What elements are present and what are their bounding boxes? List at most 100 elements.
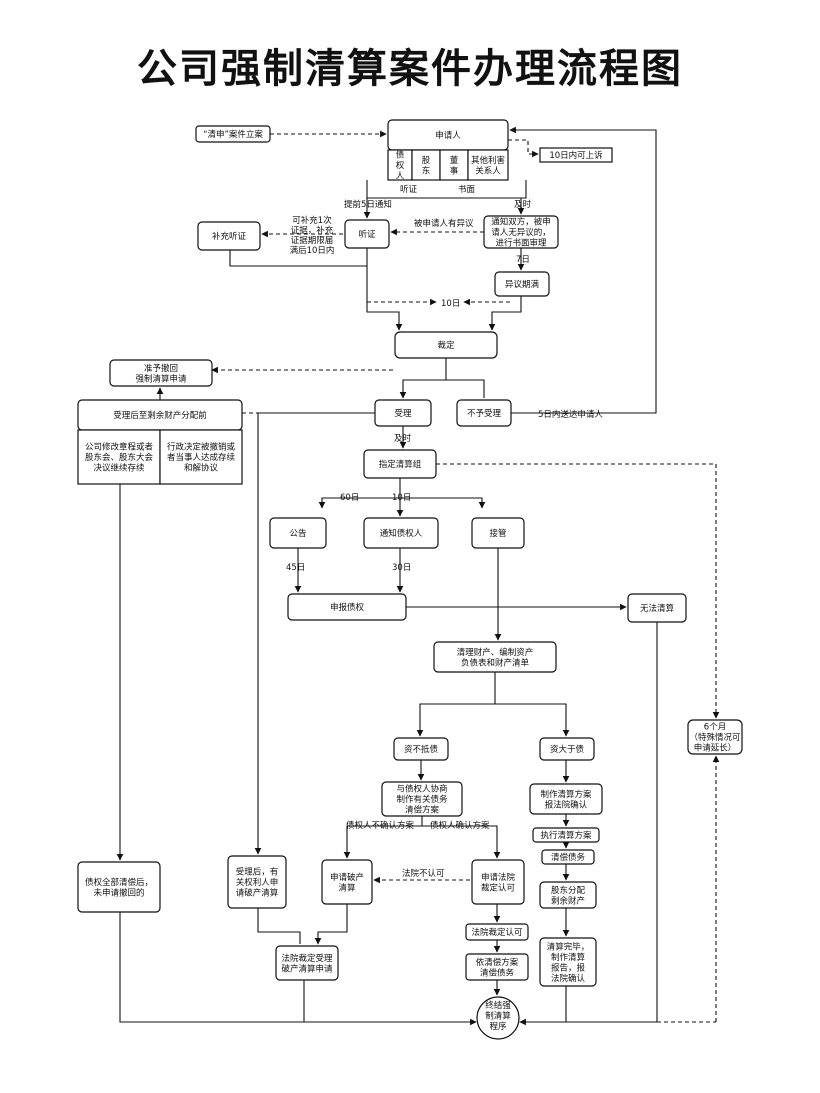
node-text: 异议期满 xyxy=(505,279,540,290)
edge-label: 60日 xyxy=(340,493,359,503)
node-text: 清偿债务 xyxy=(480,967,515,978)
edge-label: 7日 xyxy=(516,255,530,265)
node-take-over: 接管 xyxy=(471,517,525,549)
edge-label: 30日 xyxy=(392,563,411,573)
flow-edge xyxy=(229,248,368,267)
node-text: 法院裁定受理 xyxy=(281,953,333,964)
node-text: 程序 xyxy=(489,1021,507,1032)
edge-label: 被申请人有异议 xyxy=(414,218,474,229)
edge-label: 证据，补充 xyxy=(291,225,334,236)
node-text: 关权利人申 xyxy=(236,877,279,888)
node-text: 报法院确认 xyxy=(545,799,588,810)
node-text: 和解协议 xyxy=(184,463,219,474)
flow-edge xyxy=(422,825,501,859)
flow-edge xyxy=(509,126,657,414)
node-text: 决议继续存续 xyxy=(93,463,145,474)
node-execute-plan: 执行清算方案 xyxy=(532,827,600,843)
flow-edge xyxy=(314,904,348,945)
node-text: 听证 xyxy=(358,230,376,240)
edge-label: 可补充1次 xyxy=(292,215,332,226)
node-text: 接管 xyxy=(489,528,506,539)
node-text: 受理后，有 xyxy=(236,867,279,878)
flow-edge xyxy=(399,358,447,399)
edge-label: 听证 xyxy=(400,185,418,195)
edge-label: 书面 xyxy=(458,184,476,195)
node-text: 受理 xyxy=(394,408,412,419)
node-text: 股 xyxy=(422,156,431,166)
node-filing: “清申”案件立案 xyxy=(195,125,271,143)
node-text: 权 xyxy=(396,160,405,171)
node-text: 清偿方案 xyxy=(405,805,440,816)
node-text: 债权全部清偿后， xyxy=(85,877,153,888)
node-text: 制作清算 xyxy=(551,952,586,963)
flow-edge xyxy=(119,912,477,1026)
node-supplement-hearing: 补充听证 xyxy=(197,221,261,251)
node-text: 公司修改章程或者 xyxy=(85,442,154,453)
node-text: 依清偿方案 xyxy=(476,957,519,968)
node-text: 未申请撤回的 xyxy=(93,887,144,898)
node-court-ruling-approve: 法院裁定认可 xyxy=(465,923,529,941)
node-text: 债 xyxy=(396,150,405,161)
flow-nodes: “清申”案件立案申请人债权人股东董事其他利害关系人10日内可上诉补充听证听证通知… xyxy=(77,119,743,1040)
node-accepted-before: 受理后至剩余财产分配前 xyxy=(77,399,243,431)
node-applicant: 申请人 xyxy=(387,119,509,151)
node-text: 资不抵债 xyxy=(404,744,439,755)
flow-edges xyxy=(116,126,720,1026)
node-text: 制清算 xyxy=(485,1011,511,1022)
node-declare-claims: 申报债权 xyxy=(287,593,407,621)
node-text: 股东分配 xyxy=(551,885,586,896)
node-text: 申请破产 xyxy=(330,872,364,883)
node-text: 清理财产、编制资产 xyxy=(457,647,534,658)
node-text: 执行清算方案 xyxy=(540,830,592,841)
node-text: 负债表和财产清单 xyxy=(461,657,530,668)
node-text: 关系人 xyxy=(475,165,501,176)
node-pay-debts: 清偿债务 xyxy=(541,849,595,865)
node-text: 董 xyxy=(450,155,459,166)
node-text: 通知双方，被申 xyxy=(491,217,551,228)
node-announce: 公告 xyxy=(269,517,327,549)
node-text: 申请人 xyxy=(435,130,461,141)
flow-edge xyxy=(257,908,301,944)
node-text: 者当事人达成存续 xyxy=(167,452,236,463)
flow-edge xyxy=(488,296,522,331)
node-text: 破产清算申请 xyxy=(281,963,333,974)
node-solvent: 资大于债 xyxy=(539,737,595,761)
edge-label: 5日内送达申请人 xyxy=(538,409,603,420)
node-text: 指定清算组 xyxy=(379,459,422,470)
node-text: 与债权人协商 xyxy=(396,784,447,795)
node-text: 不予受理 xyxy=(467,408,502,419)
node-objection-expiry: 异议期满 xyxy=(494,271,550,297)
node-director: 董事 xyxy=(439,149,469,181)
node-text: 法院确认 xyxy=(551,973,586,984)
node-text: 人 xyxy=(396,172,405,182)
node-shareholder: 股东 xyxy=(411,149,441,181)
edge-label: 10日 xyxy=(392,493,411,503)
node-text: 清算 xyxy=(338,882,356,893)
node-text: 法院裁定认可 xyxy=(471,927,523,938)
flow-edge xyxy=(416,672,496,737)
node-text: 剩余财产 xyxy=(551,895,585,906)
node-text: 补充听证 xyxy=(212,231,247,242)
node-text: 制作清算方案 xyxy=(540,789,592,800)
node-ruling: 裁定 xyxy=(394,331,498,359)
node-text: 6个月 xyxy=(704,723,726,733)
node-accept: 受理 xyxy=(374,399,432,427)
node-text: 通知债权人 xyxy=(380,528,423,539)
flow-edge xyxy=(366,180,527,199)
node-text: 制作有关债务 xyxy=(396,794,448,805)
edge-label: 证据期限届 xyxy=(291,235,334,246)
node-text: 东 xyxy=(422,165,431,176)
